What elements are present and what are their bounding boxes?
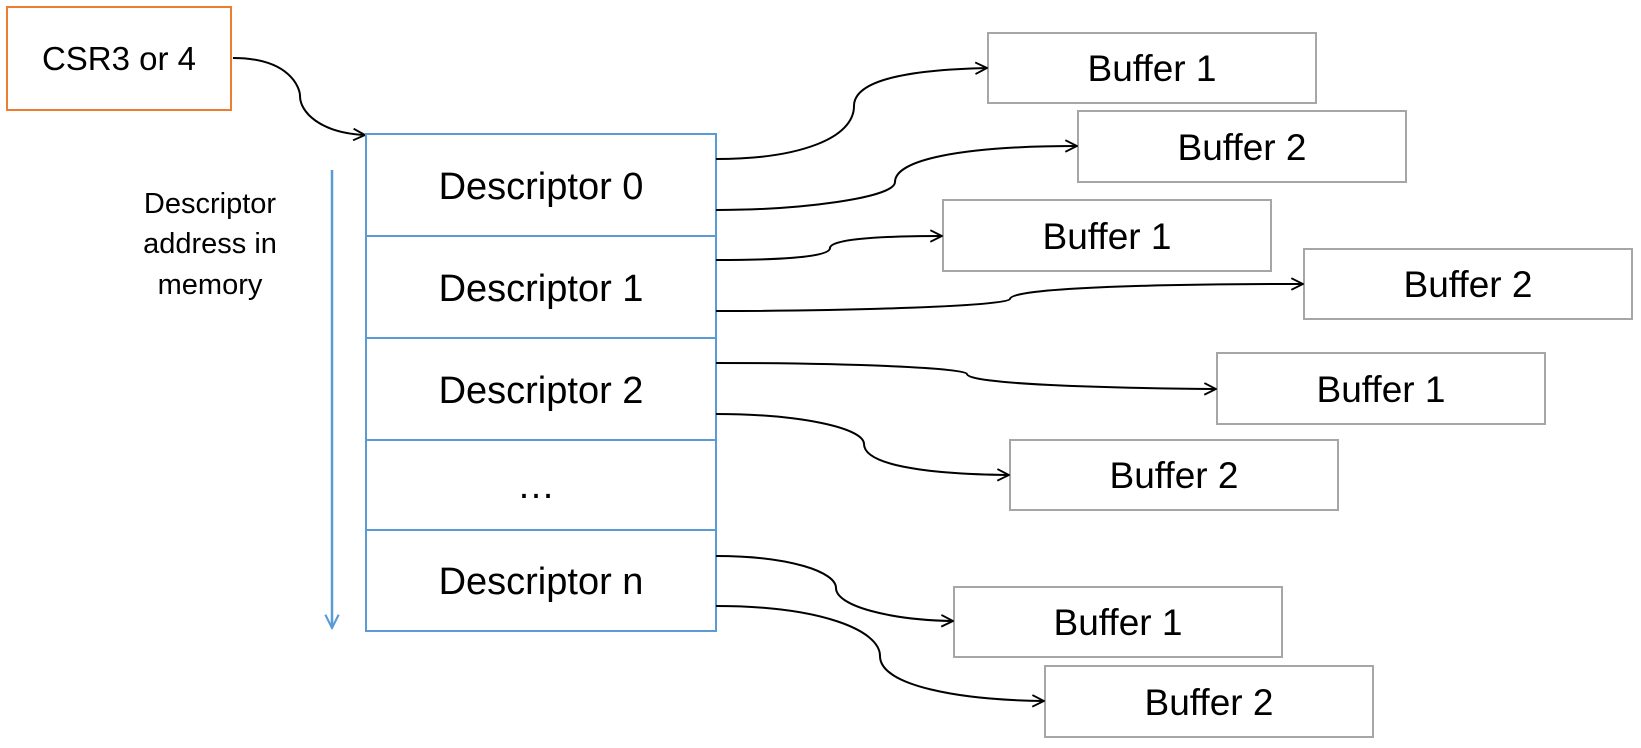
descriptor-box: [365, 439, 717, 531]
descriptor-box: [365, 529, 717, 632]
buffer-box: [1303, 248, 1633, 320]
buffer-label: Buffer 1: [1317, 369, 1446, 410]
descriptor-stack: Descriptor 0 Descriptor 1 Descriptor 2 ……: [365, 133, 717, 632]
register-label: CSR3 or 4: [42, 40, 196, 77]
buffer-node: Buffer 2: [1009, 439, 1339, 511]
descriptor-cell-0: Descriptor 0: [365, 133, 717, 237]
buffer-label: Buffer 2: [1110, 455, 1239, 496]
buffer-node: Buffer 2: [1077, 110, 1407, 183]
descriptor-label: Descriptor 2: [439, 370, 644, 412]
buffer-node: Buffer 2: [1044, 665, 1374, 738]
buffer-label: Buffer 2: [1404, 264, 1533, 305]
connector-desc0-buffer1: [715, 68, 987, 160]
connector-desc2-buffer1: [715, 362, 1216, 389]
descriptor-box: [365, 133, 717, 237]
buffer-node: Buffer 2: [1303, 248, 1633, 320]
buffer-label: Buffer 1: [1043, 216, 1172, 257]
buffer-node: Buffer 1: [987, 32, 1317, 104]
connector-desc1-buffer1: [715, 236, 942, 261]
descriptor-box: [365, 337, 717, 441]
register-connector: [232, 57, 365, 135]
descriptor-label: …: [517, 465, 555, 507]
buffer-node: Buffer 1: [942, 199, 1272, 272]
descriptor-label: Descriptor 0: [439, 166, 644, 208]
register-node: CSR3 or 4: [6, 6, 232, 111]
descriptor-cell-ellipsis: …: [365, 439, 717, 531]
buffer-label: Buffer 1: [1088, 48, 1217, 89]
buffer-box: [1077, 110, 1407, 183]
memory-axis-label-line-2: address in: [143, 228, 277, 260]
memory-axis-label-line-3: memory: [158, 269, 263, 301]
register-box: [6, 6, 232, 111]
buffer-box: [1044, 665, 1374, 738]
buffer-connectors: [715, 68, 1303, 701]
descriptor-cell-n: Descriptor n: [365, 529, 717, 632]
buffer-node: Buffer 1: [953, 586, 1283, 658]
buffer-box: [953, 586, 1283, 658]
buffer-label: Buffer 2: [1178, 127, 1307, 168]
buffer-node: Buffer 1: [1216, 352, 1546, 425]
descriptor-label: Descriptor n: [439, 561, 644, 603]
connector-descn-buffer2: [715, 605, 1044, 701]
memory-axis-label-line-1: Descriptor: [144, 188, 276, 220]
descriptor-cell-2: Descriptor 2: [365, 337, 717, 441]
memory-axis: Descriptor address in memory: [143, 170, 332, 628]
buffer-box: [1009, 439, 1339, 511]
buffer-list: Buffer 1 Buffer 2 Buffer 1 Buffer 2 Buff…: [942, 32, 1633, 738]
buffer-box: [1216, 352, 1546, 425]
connector-descn-buffer1: [715, 555, 953, 621]
connector-desc0-buffer2: [715, 146, 1077, 211]
descriptor-cell-1: Descriptor 1: [365, 235, 717, 339]
buffer-label: Buffer 2: [1145, 682, 1274, 723]
connector-desc1-buffer2: [715, 284, 1303, 312]
buffer-label: Buffer 1: [1054, 602, 1183, 643]
descriptor-label: Descriptor 1: [439, 268, 644, 310]
connector-desc2-buffer2: [715, 413, 1009, 475]
